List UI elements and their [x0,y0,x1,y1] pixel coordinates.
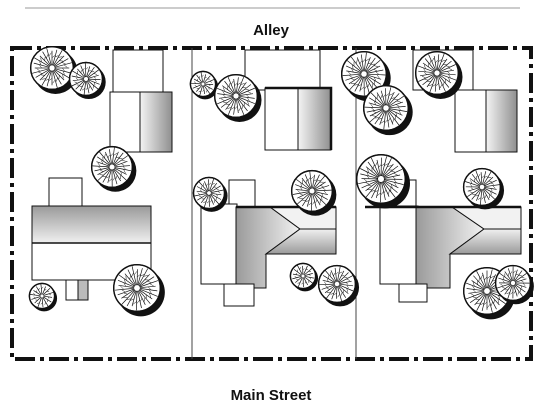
tree [289,262,319,292]
tree [113,264,165,317]
tree [68,61,106,100]
tree [189,70,219,100]
lot2-garage-edge [265,86,333,150]
tree [29,45,78,94]
main-street-label: Main Street [230,387,312,404]
lot2-driveway [244,49,321,91]
tree [356,154,410,209]
lot3-front-steps [398,283,428,303]
lot1-house-porch [48,177,83,207]
lot3-house-left-wing [379,205,419,285]
lot2-house-roof-bottom [264,228,337,255]
lot1-house-roof-shaded [31,205,152,244]
alley-label: Alley [253,22,289,39]
tree [362,84,413,136]
tree [494,264,534,305]
tree [462,167,505,210]
lot3-house-roof-bottom [448,228,522,255]
tree [28,282,58,312]
lot2-house-left-wing [200,203,238,285]
lot2-front-steps [223,283,255,307]
tree [192,176,228,212]
lot2-house-bump [228,179,256,209]
lot-lines [191,48,357,359]
property-boundary [10,46,533,361]
lot1-garage-driveway [112,49,164,93]
tree [213,73,262,122]
lot2-garage-roof-shaded [297,87,332,151]
tree [290,169,337,216]
trees [28,45,534,320]
tree [317,264,360,307]
tree [90,145,137,192]
tree [414,50,463,99]
buildings [31,49,522,307]
lot3-garage-roof-shaded [485,89,518,153]
lot1-front-steps-shade [77,279,89,301]
lot1-garage-roof-shaded [139,91,173,153]
